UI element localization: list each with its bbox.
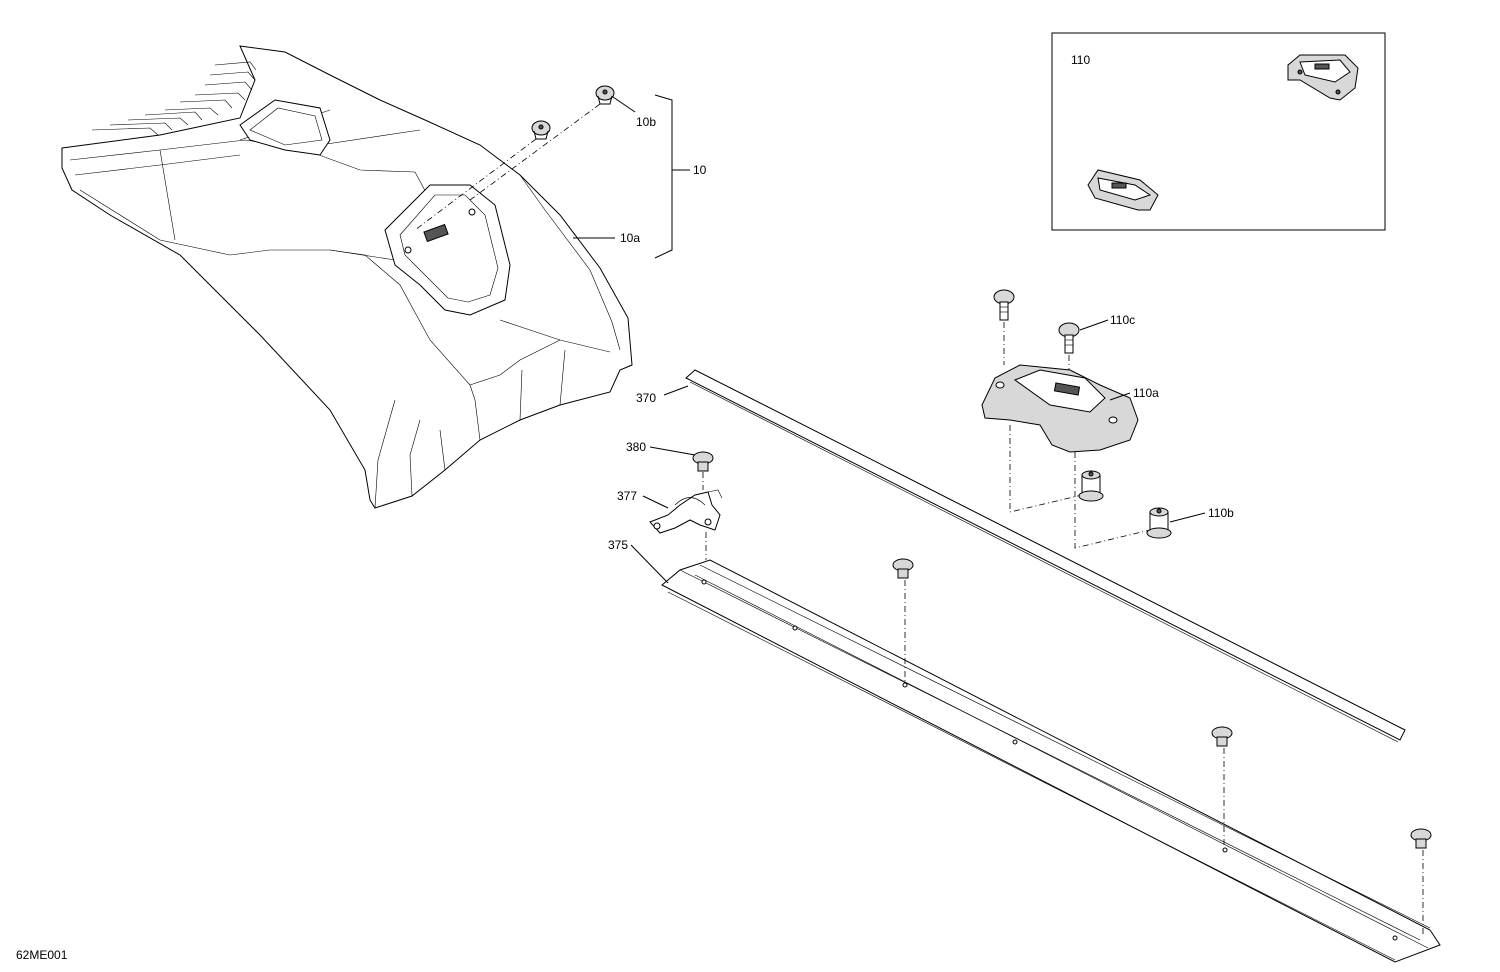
alignment-line (1009, 425, 1083, 513)
inset-box-110 (1051, 32, 1386, 231)
inset-handle-b (1087, 169, 1159, 211)
front-cover-10a (61, 45, 633, 509)
callout-110c: 110c (1110, 313, 1135, 327)
drawing-code: 62ME001 (16, 948, 68, 962)
callout-10: 10 (693, 163, 707, 177)
callout-110b: 110b (1208, 506, 1234, 520)
push-rivet-b (1211, 726, 1233, 747)
screw-10b-b (531, 120, 551, 140)
inset-handle-a (1287, 54, 1359, 101)
trim-strip-370 (685, 369, 1406, 743)
callout-370: 370 (636, 391, 656, 405)
nut-insert-110b-a (1078, 470, 1104, 502)
callout-377: 377 (617, 489, 637, 503)
callout-10b: 10b (636, 115, 656, 129)
push-rivet-c (1410, 828, 1432, 849)
callout-10a: 10a (620, 231, 640, 245)
assembly-bracket-10 (654, 94, 673, 259)
nut-insert-110b-b (1146, 507, 1172, 539)
callout-380: 380 (626, 440, 646, 454)
rail-375 (661, 559, 1441, 963)
push-rivet-380 (692, 451, 714, 472)
callout-110: 110 (1071, 53, 1090, 67)
clamp-377 (649, 489, 723, 534)
push-rivet-a (892, 558, 914, 579)
alignment-line (469, 103, 601, 201)
callout-375: 375 (608, 538, 628, 552)
alignment-line (1074, 452, 1151, 549)
screw-110c-b (1058, 322, 1080, 354)
screw-10b-a (595, 85, 615, 105)
alignment-line (414, 138, 537, 231)
screw-110c-a (993, 289, 1015, 321)
callout-110a: 110a (1133, 386, 1159, 400)
cover-fins (91, 61, 257, 136)
handle-110a (981, 364, 1139, 453)
